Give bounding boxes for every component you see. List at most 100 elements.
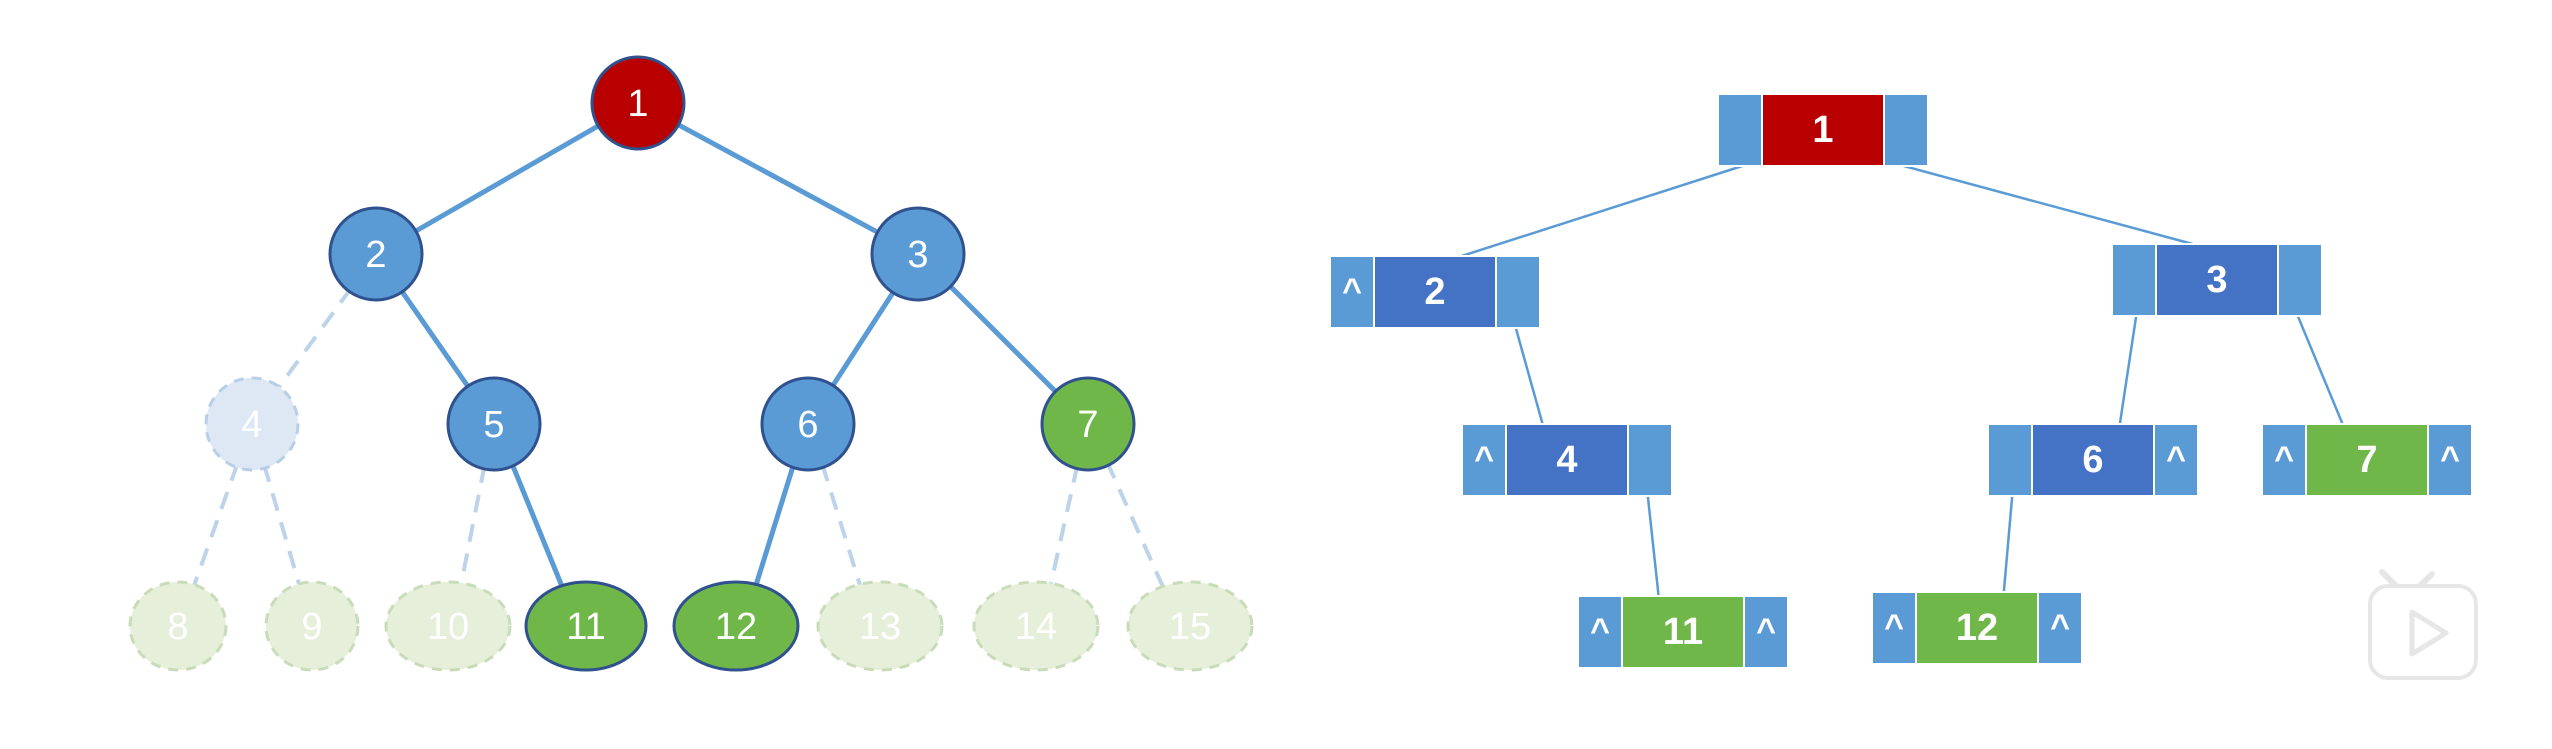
list-node-label: 1 [1812, 109, 1833, 151]
left-pointer-cell [1987, 423, 2033, 497]
tree-node-label: 1 [627, 83, 648, 125]
list-edge-3-7 [2296, 315, 2344, 425]
null-pointer-symbol: ^ [1342, 272, 1362, 310]
tree-edge-4-9 [262, 464, 302, 588]
tree-node-label: 2 [365, 234, 386, 276]
null-pointer-symbol: ^ [1590, 612, 1610, 650]
tree-node-8: 8 [128, 580, 228, 672]
list-node-label: 2 [1424, 271, 1445, 313]
null-pointer-symbol: ^ [1884, 608, 1904, 646]
left-pointer-cell [1461, 423, 1507, 497]
tree-edge-2-5 [398, 287, 472, 391]
null-pointer-symbol: ^ [2050, 608, 2070, 646]
tree-node-9: 9 [264, 580, 360, 672]
tree-node-circle [672, 580, 800, 672]
right-pointer-cell [2427, 423, 2473, 497]
tree-node-4: 4 [204, 376, 300, 472]
right-pointer-cell [1743, 595, 1789, 669]
data-cell [2305, 423, 2429, 497]
right-pointer-cell [2277, 243, 2323, 317]
list-node-label: 11 [1663, 611, 1703, 653]
tree-node-label: 9 [301, 606, 322, 648]
list-edge-1-3 [1903, 164, 2193, 246]
tree-node-label: 3 [907, 234, 928, 276]
tree-node-3: 3 [870, 206, 966, 302]
tree-node-label: 4 [241, 404, 262, 446]
null-pointer-symbol: ^ [1756, 612, 1776, 650]
null-pointer-symbol: ^ [2166, 440, 2186, 478]
video-overlay[interactable] [2368, 569, 2478, 680]
data-cell [1373, 255, 1497, 329]
list-edge-6-12 [2002, 495, 2014, 593]
left-pointer-cell [1329, 255, 1375, 329]
data-cell [1621, 595, 1745, 669]
tree-edge-7-15 [1105, 460, 1167, 591]
tree-edge-1-2 [411, 121, 603, 236]
tree-edge-6-12 [752, 463, 797, 589]
tree-node-label: 10 [427, 606, 469, 648]
right-pointer-cell [1627, 423, 1673, 497]
left-pointer-cell [2111, 243, 2157, 317]
data-cell [2155, 243, 2279, 317]
list-node-11: ^ 11 ^ [1577, 595, 1789, 669]
tree-node-circle [524, 580, 648, 672]
tree-node-1: 1 [590, 55, 686, 151]
tree-node-label: 11 [566, 606, 605, 648]
null-pointer-symbol: ^ [2274, 440, 2294, 478]
tree-edge-5-10 [458, 464, 487, 587]
null-pointer-symbol: ^ [2440, 440, 2460, 478]
list-node-6: 6^ [1987, 423, 2199, 497]
tree-node-circle [204, 376, 300, 472]
data-cell [1505, 423, 1629, 497]
tree-node-circle [384, 580, 512, 672]
tree-node-11: 11 [524, 580, 648, 672]
tree-node-label: 15 [1169, 606, 1211, 648]
tree-node-6: 6 [760, 376, 856, 472]
list-edge-2-4 [1514, 327, 1544, 425]
tree-edge-3-7 [946, 282, 1060, 396]
list-node-3: 3 [2111, 243, 2323, 317]
data-cell [1761, 93, 1885, 167]
list-node-4: ^4 [1461, 423, 1673, 497]
list-node-label: 12 [1956, 607, 1998, 649]
tree-edge-4-8 [191, 463, 240, 589]
data-cell [2031, 423, 2155, 497]
tree-node-circle [446, 376, 542, 472]
left-pointer-cell [1577, 595, 1623, 669]
tree-node-5: 5 [446, 376, 542, 472]
tree-edges [191, 120, 1167, 591]
tree-node-15: 15 [1126, 580, 1254, 672]
tree-node-14: 14 [972, 580, 1100, 672]
data-cell [1915, 591, 2039, 665]
tree-node-circle [128, 580, 228, 672]
tree-node-circle [760, 376, 856, 472]
tree-node-label: 8 [167, 606, 188, 648]
tree-edge-3-6 [828, 288, 898, 390]
right-pointer-cell [1883, 93, 1929, 167]
tree-edge-7-14 [1048, 464, 1080, 588]
tree-node-circle [1126, 580, 1254, 672]
tree-node-7: 7 [1040, 376, 1136, 472]
list-node-12: ^ 12 ^ [1871, 591, 2083, 665]
list-node-1: 1 [1717, 93, 1929, 167]
tree-node-circle [1040, 376, 1136, 472]
linked-list-edges [1461, 164, 2344, 597]
list-edge-4-11 [1646, 495, 1660, 597]
tree-node-13: 13 [816, 580, 944, 672]
tree-node-label: 14 [1015, 606, 1057, 648]
tree-node-2: 2 [328, 206, 424, 302]
tree-node-circle [870, 206, 966, 302]
null-pointer-symbol: ^ [1474, 440, 1494, 478]
tree-node-label: 5 [483, 404, 504, 446]
tree-node-label: 13 [859, 606, 901, 648]
tree-node-circle [328, 206, 424, 302]
tree-node-10: 10 [384, 580, 512, 672]
list-node-label: 3 [2206, 259, 2227, 301]
play-icon[interactable] [2368, 569, 2478, 680]
tree-node-label: 6 [797, 404, 818, 446]
list-node-label: 6 [2082, 439, 2103, 481]
